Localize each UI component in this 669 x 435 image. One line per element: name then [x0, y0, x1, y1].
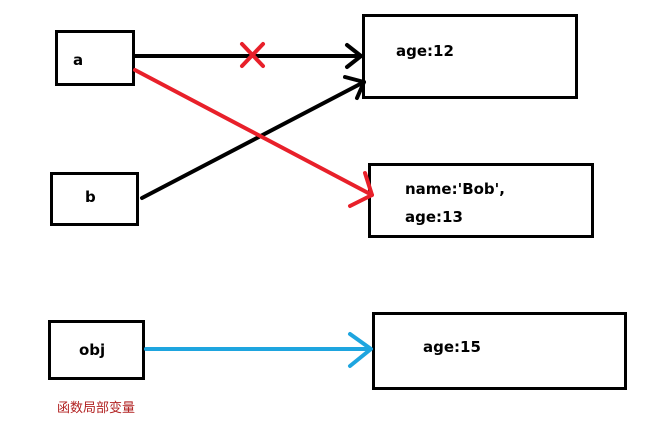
object-box-bob: [368, 163, 594, 238]
local-variable-caption: 函数局部变量: [57, 401, 136, 416]
object-box-age15: [372, 312, 627, 390]
arrow-b-to-age12: [140, 80, 366, 200]
arrowhead-a-to-age12: [345, 43, 363, 69]
variable-label-a: a: [73, 51, 84, 69]
object-text-bob-name: name:'Bob',: [405, 180, 505, 198]
arrowhead-obj-to-age15: [348, 332, 373, 368]
object-text-age15: age:15: [423, 338, 481, 356]
arrow-a-to-bob: [133, 68, 374, 197]
object-box-age12: [362, 14, 578, 99]
variable-box-b: [50, 172, 139, 226]
object-text-bob-age: age:13: [405, 208, 463, 226]
arrowhead-a-to-bob: [348, 171, 374, 208]
variable-label-obj: obj: [79, 341, 106, 359]
variable-box-a: [55, 30, 135, 86]
variable-box-obj: [48, 320, 145, 380]
arrowhead-b-to-age12: [343, 75, 366, 100]
variable-label-b: b: [85, 188, 96, 206]
object-text-age12: age:12: [396, 42, 454, 60]
cross-out-mark: [240, 42, 265, 68]
